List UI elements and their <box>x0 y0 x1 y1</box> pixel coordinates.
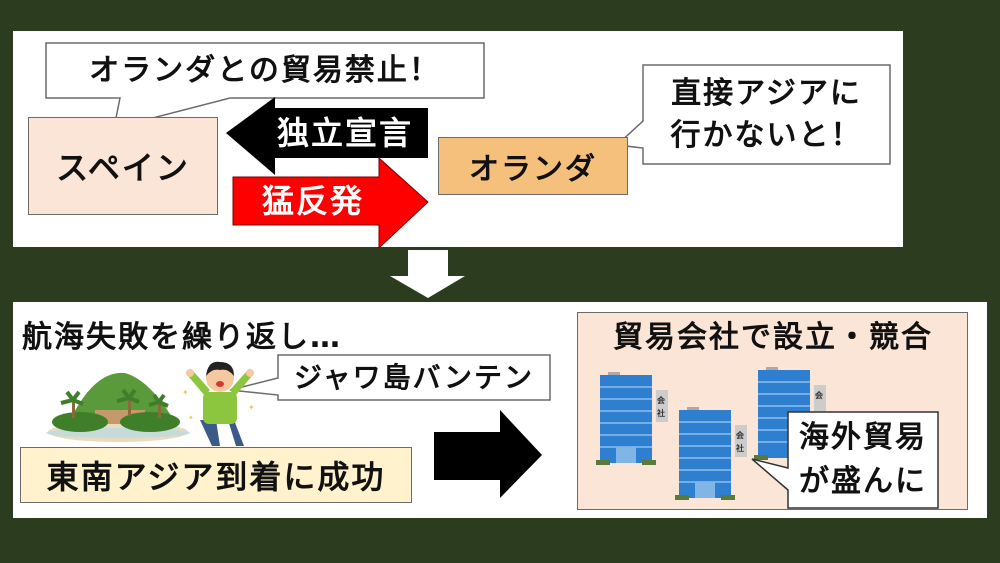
success-label: 東南アジア到着に成功 <box>46 458 386 496</box>
trade-bubble-line2: が盛んに <box>799 464 927 499</box>
spain-speech-bubble: オランダとの貿易禁止！ <box>89 53 441 88</box>
sparkle-icon: ✦ <box>188 414 194 422</box>
company-sign-char2: 社 <box>735 443 744 453</box>
spain-label: スペイン <box>56 149 190 187</box>
independence-arrow-label: 独立宣言 <box>276 114 413 152</box>
island-icon <box>46 372 190 442</box>
success-box: 東南アジア到着に成功 <box>20 447 412 503</box>
voyage-heading: 航海失敗を繰り返し… <box>22 320 342 355</box>
netherlands-speech-bubble-shape <box>615 64 891 165</box>
netherlands-label: オランダ <box>469 152 597 187</box>
down-arrow-icon <box>390 250 465 298</box>
trade-speech-bubble: 海外貿易 が盛んに <box>788 412 938 508</box>
company-sign-char1: 会 <box>815 390 823 400</box>
company-sign-char2: 社 <box>656 408 665 418</box>
spain-box: スペイン <box>28 117 218 215</box>
backlash-arrow-label: 猛反発 <box>261 182 364 220</box>
spain-speech-bubble-shape <box>45 42 485 130</box>
independence-arrow-shape <box>226 97 428 175</box>
netherlands-box: オランダ <box>438 137 628 195</box>
netherlands-bubble-line2: 行かないと！ <box>670 117 863 153</box>
cheering-person-icon: ✦ ✦ ✦ <box>182 361 255 446</box>
trade-bubble-line1: 海外貿易 <box>799 420 927 455</box>
right-arrow-icon <box>434 410 542 498</box>
person-speech-bubble: ジャワ島バンテン <box>293 361 534 394</box>
company-sign-char1: 会 <box>736 430 744 440</box>
backlash-arrow-shape <box>232 156 429 250</box>
trade-speech-bubble-shape <box>751 411 939 509</box>
sparkle-icon: ✦ <box>248 403 255 412</box>
company-sign-char1: 会 <box>657 395 665 405</box>
person-speech-bubble-shape <box>229 354 551 401</box>
netherlands-speech-bubble: 直接アジアに 行かないと！ <box>643 65 890 164</box>
netherlands-bubble-line1: 直接アジアに <box>671 75 862 111</box>
company-title: 貿易会社で設立・競合 <box>613 320 933 355</box>
sparkle-icon: ✦ <box>182 388 189 397</box>
